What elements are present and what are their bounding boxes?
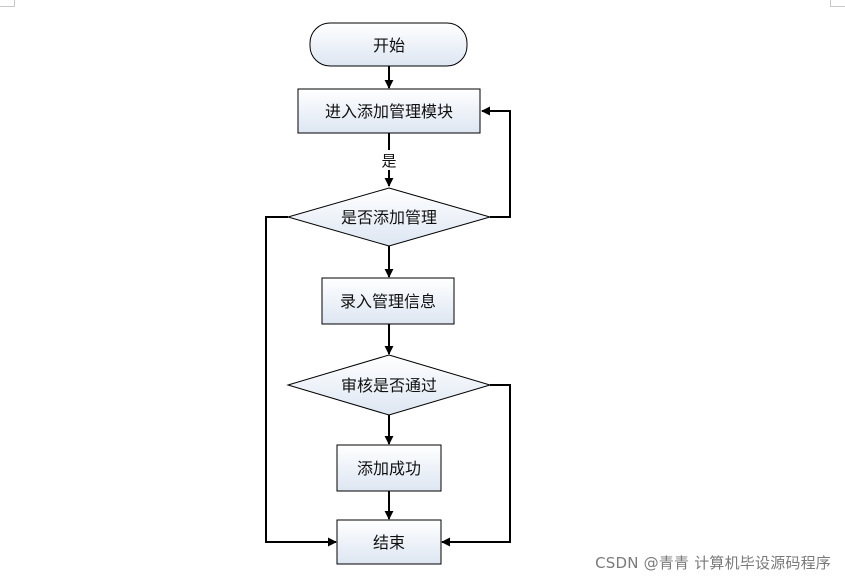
node-decision-audit: 审核是否通过 [286, 354, 492, 416]
node-input-info-label: 录入管理信息 [340, 292, 436, 311]
corner-mark-right [830, 0, 845, 7]
node-end: 结束 [336, 519, 442, 565]
edge-decision-loop-back [481, 106, 511, 218]
edge-label-bg [378, 150, 400, 170]
node-end-label: 结束 [373, 533, 405, 552]
edge-audit-to-end [441, 384, 511, 547]
node-decision-add-label: 是否添加管理 [341, 208, 437, 227]
node-input-info: 录入管理信息 [321, 277, 455, 325]
node-enter-module: 进入添加管理模块 [297, 88, 481, 134]
node-decision-add: 是否添加管理 [286, 187, 492, 247]
node-success: 添加成功 [336, 444, 442, 492]
node-start-label: 开始 [373, 36, 405, 55]
node-success-label: 添加成功 [357, 459, 421, 478]
edge-decision-to-end [265, 216, 337, 547]
watermark: CSDN @青青 计算机毕设源码程序 [595, 554, 831, 572]
node-decision-audit-label: 审核是否通过 [341, 376, 437, 395]
node-start: 开始 [309, 22, 468, 67]
node-enter-module-label: 进入添加管理模块 [325, 102, 453, 121]
corner-mark-left [0, 0, 15, 7]
edge-label-yes: 是 [381, 152, 396, 170]
